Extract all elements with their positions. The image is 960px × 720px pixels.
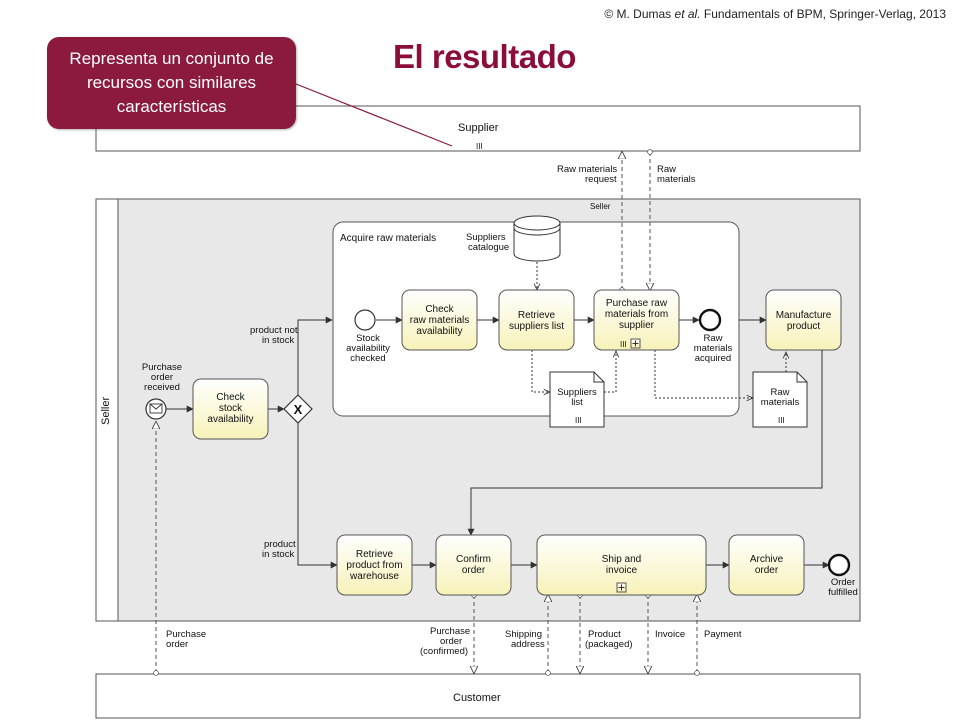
- slide-title: El resultado: [393, 38, 576, 75]
- seller-pool-label: Seller: [100, 397, 112, 425]
- msg-label-payment: Payment: [704, 629, 742, 640]
- seller-lane-label: Seller: [590, 202, 611, 211]
- multi-instance-marker: III: [620, 340, 627, 349]
- collection-marker: III: [778, 416, 785, 425]
- supplier-pool-label: Supplier: [458, 122, 499, 134]
- collection-marker: III: [575, 416, 582, 425]
- subprocess-label: Acquire raw materials: [340, 233, 436, 244]
- callout-pointer: [295, 83, 453, 147]
- xor-gateway: X: [283, 394, 313, 424]
- copyright-note: © M. Dumas et al. Fundamentals of BPM, S…: [604, 7, 946, 21]
- customer-pool-label: Customer: [453, 692, 501, 704]
- msg-label-invoice: Invoice: [655, 629, 685, 640]
- svg-text:X: X: [294, 402, 303, 417]
- sequence-flows: [166, 316, 830, 569]
- message-flows: [156, 152, 697, 673]
- supplier-multi-marker: III: [476, 142, 483, 151]
- data-associations: [531, 262, 786, 398]
- customer-pool: Customer: [95, 673, 861, 719]
- callout-annotation: Representa un conjunto de recursos con s…: [47, 37, 296, 129]
- msg-label-product: Product(packaged): [585, 629, 633, 650]
